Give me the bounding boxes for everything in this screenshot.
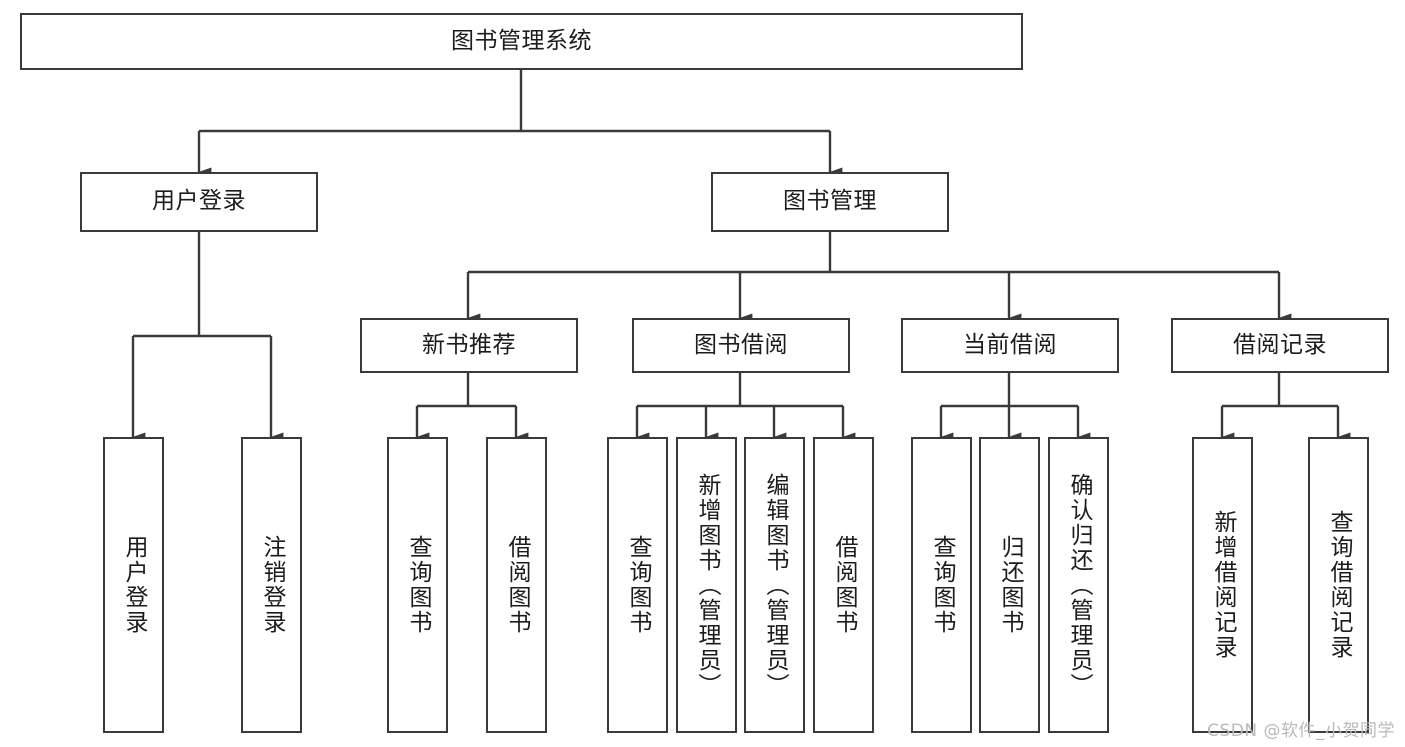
node-leaf-book-borrow-query[interactable]: 查询图书 xyxy=(607,437,668,733)
node-leaf-borrow-record-query[interactable]: 查询借阅记录 xyxy=(1308,437,1369,733)
node-book-borrowing[interactable]: 图书借阅 xyxy=(632,318,850,373)
node-leaf-current-borrow-confirm-return[interactable]: 确认归还（管理员） xyxy=(1048,437,1109,733)
node-leaf-book-borrow-add[interactable]: 新增图书（管理员） xyxy=(676,437,737,733)
watermark: CSDN @软件_小贺同学 xyxy=(1207,721,1395,741)
node-leaf-current-borrow-return[interactable]: 归还图书 xyxy=(979,437,1040,733)
node-book-management[interactable]: 图书管理 xyxy=(711,172,949,232)
node-label: 新增图书（管理员） xyxy=(693,472,720,698)
node-label: 新增借阅记录 xyxy=(1209,510,1236,660)
node-label: 图书管理系统 xyxy=(451,27,592,54)
node-label: 新书推荐 xyxy=(422,331,516,358)
node-label: 编辑图书（管理员） xyxy=(761,472,788,698)
node-label: 注销登录 xyxy=(258,535,285,635)
node-label: 用户登录 xyxy=(152,188,246,215)
node-leaf-new-book-query[interactable]: 查询图书 xyxy=(387,437,448,733)
node-root-book-management-system[interactable]: 图书管理系统 xyxy=(20,13,1023,70)
node-label: 借阅记录 xyxy=(1233,331,1327,358)
node-label: 当前借阅 xyxy=(963,331,1057,358)
node-user-login[interactable]: 用户登录 xyxy=(80,172,318,232)
node-label: 查询借阅记录 xyxy=(1325,510,1352,660)
node-borrowing-record[interactable]: 借阅记录 xyxy=(1171,318,1389,373)
node-leaf-user-login-signin[interactable]: 用户登录 xyxy=(103,437,164,733)
node-label: 用户登录 xyxy=(120,535,147,635)
node-label: 归还图书 xyxy=(996,535,1023,635)
node-leaf-book-borrow-borrow[interactable]: 借阅图书 xyxy=(813,437,874,733)
node-label: 图书借阅 xyxy=(694,331,788,358)
node-current-borrowing[interactable]: 当前借阅 xyxy=(901,318,1119,373)
node-leaf-user-login-signout[interactable]: 注销登录 xyxy=(241,437,302,733)
node-label: 图书管理 xyxy=(783,188,877,215)
node-new-book-recommendation[interactable]: 新书推荐 xyxy=(360,318,578,373)
node-label: 借阅图书 xyxy=(503,535,530,635)
node-label: 查询图书 xyxy=(928,535,955,635)
node-leaf-new-book-borrow[interactable]: 借阅图书 xyxy=(486,437,547,733)
node-leaf-book-borrow-edit[interactable]: 编辑图书（管理员） xyxy=(744,437,805,733)
node-label: 确认归还（管理员） xyxy=(1065,472,1092,698)
node-label: 借阅图书 xyxy=(830,535,857,635)
node-leaf-borrow-record-add[interactable]: 新增借阅记录 xyxy=(1192,437,1253,733)
node-label: 查询图书 xyxy=(404,535,431,635)
node-leaf-current-borrow-query[interactable]: 查询图书 xyxy=(911,437,972,733)
node-label: 查询图书 xyxy=(624,535,651,635)
